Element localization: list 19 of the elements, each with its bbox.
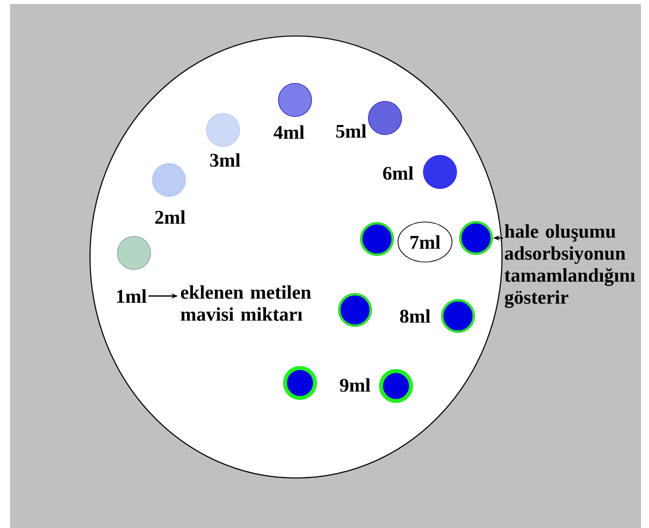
- volume-label: 9ml: [340, 378, 370, 392]
- note-text: eklenen metilen mavisi miktarı: [180, 285, 311, 321]
- volume-label: 2ml: [155, 210, 186, 224]
- volume-label: 4ml: [274, 125, 304, 139]
- plate-circle: [89, 35, 503, 479]
- volume-label: 1ml: [117, 289, 146, 303]
- note-text: hale oluşumu adsorbsiyonun tamamlandığını gösterir: [504, 224, 636, 308]
- spot: [423, 155, 457, 189]
- spot: [206, 113, 240, 147]
- spot: [379, 369, 413, 403]
- volume-label: 8ml: [400, 309, 430, 323]
- volume-label: 3ml: [210, 153, 240, 167]
- spot: [117, 236, 151, 270]
- spot: [283, 366, 317, 400]
- volume-label: 6ml: [383, 166, 414, 180]
- spot: [278, 83, 312, 117]
- spot: [152, 163, 186, 197]
- volume-label: 5ml: [336, 124, 366, 138]
- spot: [368, 101, 402, 135]
